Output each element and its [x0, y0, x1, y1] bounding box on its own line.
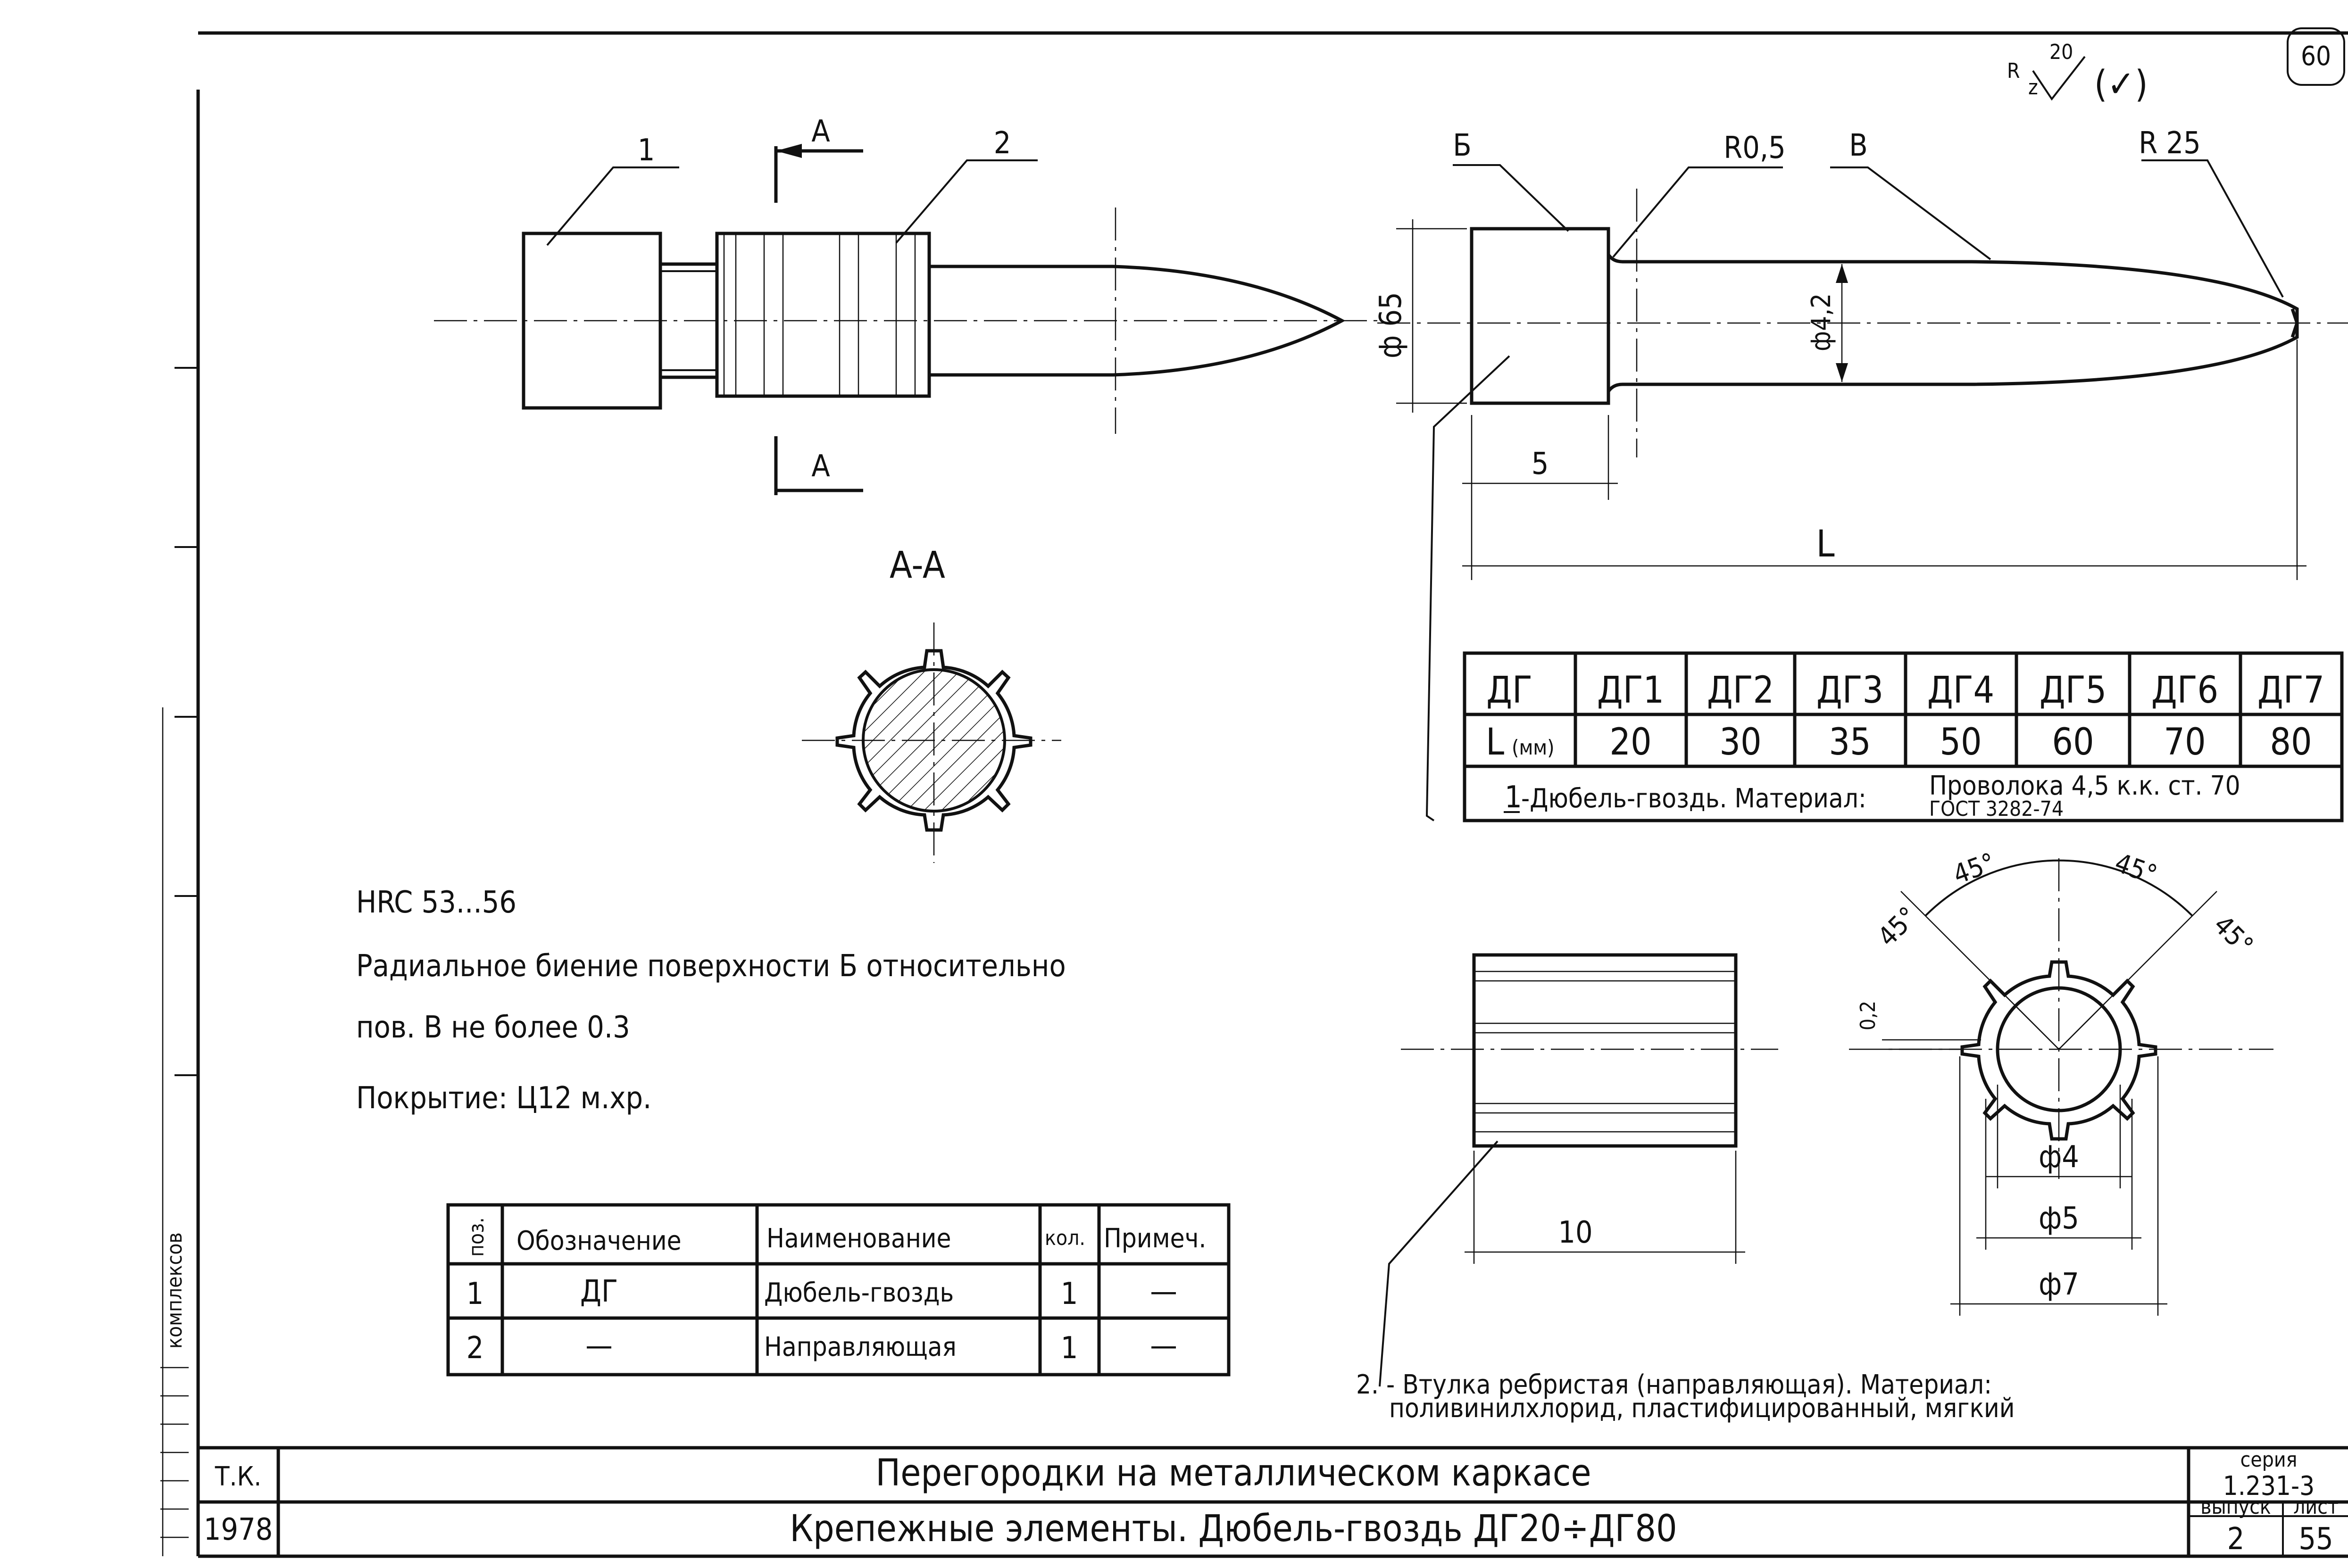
label-b: Б	[1453, 128, 1472, 163]
note-runout-1: Радиальное биение поверхности Б относите…	[356, 949, 1066, 984]
label-v: В	[1849, 128, 1868, 163]
section-letter-top: A	[811, 114, 830, 149]
sheet-frame: 60	[175, 27, 2348, 1556]
table-col-name: ДГ4	[1927, 669, 1994, 712]
length-table: ДГ L (мм) ДГ1 ДГ2 ДГ3 ДГ4 ДГ5 ДГ6 ДГ7 20…	[1463, 651, 2344, 822]
table-col-value: 30	[1719, 721, 1761, 763]
title-sub: Крепежные элементы. Дюбель-гвоздь ДГ20÷Д…	[790, 1508, 1677, 1550]
bushing-note-2: поливинилхлорид, пластифицированный, мяг…	[1389, 1393, 2015, 1424]
series-value: 1.231-3	[2223, 1471, 2315, 1502]
sheet-mark: 60	[2301, 41, 2331, 72]
left-margin: комплексов	[160, 707, 189, 1556]
spec-header: Наименование	[766, 1223, 951, 1254]
title-tk: Т.К.	[215, 1461, 262, 1492]
issue-value: 2	[2227, 1522, 2245, 1557]
table-head-l: L	[1486, 721, 1504, 763]
series-label: серия	[2240, 1448, 2298, 1472]
spec-cell: Дюбель-гвоздь	[764, 1278, 954, 1308]
dim-d4: ф4	[2039, 1140, 2079, 1175]
table-col-name: ДГ2	[1707, 669, 1774, 712]
spec-cell: 1	[1061, 1277, 1078, 1311]
spec-cell: —	[1150, 1328, 1177, 1363]
note-num-1: 1	[1505, 780, 1522, 815]
table-col-value: 20	[1609, 721, 1651, 763]
note-1-gost: ГОСТ 3282-74	[1929, 797, 2064, 821]
table-col-name: ДГ5	[2040, 669, 2107, 712]
bushing-note: 2. - Втулка ребристая (направляющая). Ма…	[1356, 1369, 2015, 1424]
angle-label: 45°	[2207, 910, 2259, 961]
bushing-note-1: 2. - Втулка ребристая (направляющая). Ма…	[1356, 1369, 1992, 1400]
dim-bushing-len: 10	[1558, 1215, 1592, 1250]
dim-d7: ф7	[2039, 1267, 2079, 1302]
note-1-text: -Дюбель-гвоздь. Материал:	[1521, 783, 1866, 814]
table-col-value: 60	[2052, 721, 2094, 763]
spec-cell: Направляющая	[764, 1332, 957, 1362]
issue-label: выпуск	[2200, 1495, 2271, 1519]
assembly-view: A A 1 2	[434, 114, 1377, 495]
leader-label-2: 2	[994, 126, 1011, 161]
dim-total-len: L	[1816, 523, 1834, 565]
spec-header: Обозначение	[516, 1226, 682, 1256]
table-head-dg: ДГ	[1486, 669, 1532, 712]
nail-view: ф 65 ф4,2 5 L Б R0,5 В R 25	[1374, 126, 2348, 821]
note-coating: Покрытие: Ц12 м.хр.	[356, 1081, 651, 1116]
spec-cell: ДГ	[580, 1274, 618, 1309]
section-letter-bottom: A	[811, 449, 830, 484]
spec-cell: 1	[466, 1277, 484, 1311]
section-title: A-A	[890, 544, 945, 587]
spec-header: кол.	[1045, 1226, 1085, 1250]
angle-label: 45°	[1872, 901, 1923, 953]
spec-table: поз. Обозначение Наименование кол. Приме…	[446, 1203, 1231, 1377]
note-hrc: HRC 53...56	[356, 885, 516, 920]
note-runout-2: пов. В не более 0.3	[356, 1010, 630, 1045]
angle-label: 45°	[1949, 847, 1999, 891]
dim-rib: 0,2	[1856, 1001, 1880, 1030]
svg-text:(✓): (✓)	[2094, 63, 2148, 106]
svg-text:R: R	[2007, 59, 2020, 83]
dim-d5: ф5	[2039, 1201, 2079, 1236]
spec-cell: —	[585, 1328, 613, 1363]
table-unit: (мм)	[1512, 736, 1555, 760]
title-year: 1978	[204, 1512, 273, 1547]
table-col-name: ДГ3	[1816, 669, 1883, 712]
table-col-name: ДГ1	[1597, 669, 1664, 712]
spec-header: Примеч.	[1104, 1223, 1206, 1254]
technical-notes: HRC 53...56 Радиальное биение поверхност…	[356, 885, 1066, 1116]
table-col-value: 80	[2270, 721, 2312, 763]
bushing-side-view: 10	[1379, 953, 1778, 1387]
spec-header: поз.	[465, 1217, 489, 1257]
sheet-label: лист	[2293, 1495, 2339, 1519]
roughness-symbol: R z 20 (✓)	[2007, 40, 2148, 106]
table-col-value: 50	[1940, 721, 1982, 763]
dim-head-dia: ф 65	[1374, 292, 1408, 358]
note-1-material: Проволока 4,5 к.к. ст. 70	[1929, 771, 2240, 801]
dim-head-len: 5	[1532, 447, 1549, 481]
title-main: Перегородки на металлическом каркасе	[875, 1452, 1591, 1494]
spec-cell: 2	[466, 1331, 484, 1366]
label-r25: R 25	[2139, 126, 2201, 161]
leader-label-1: 1	[638, 133, 655, 168]
svg-text:20: 20	[2049, 40, 2073, 64]
table-col-value: 35	[1829, 721, 1871, 763]
table-col-value: 70	[2164, 721, 2206, 763]
margin-stamp: комплексов	[163, 1232, 187, 1349]
section-a-a: A-A	[802, 544, 1061, 863]
label-r05: R0,5	[1724, 131, 1786, 166]
table-col-name: ДГ7	[2257, 669, 2324, 712]
table-col-name: ДГ6	[2151, 669, 2218, 712]
spec-cell: —	[1150, 1274, 1177, 1309]
svg-text:z: z	[2028, 75, 2038, 100]
angle-label: 45°	[2111, 847, 2161, 891]
bushing-end-view: 45° 45° 45° 45° 0,2 ф4 ф5 ф7	[1849, 847, 2273, 1316]
dim-shank-dia: ф4,2	[1806, 293, 1837, 351]
spec-cell: 1	[1061, 1331, 1078, 1366]
sheet-value: 55	[2298, 1522, 2333, 1557]
title-block: Т.К. 1978 Перегородки на металлическом к…	[198, 1446, 2348, 1558]
